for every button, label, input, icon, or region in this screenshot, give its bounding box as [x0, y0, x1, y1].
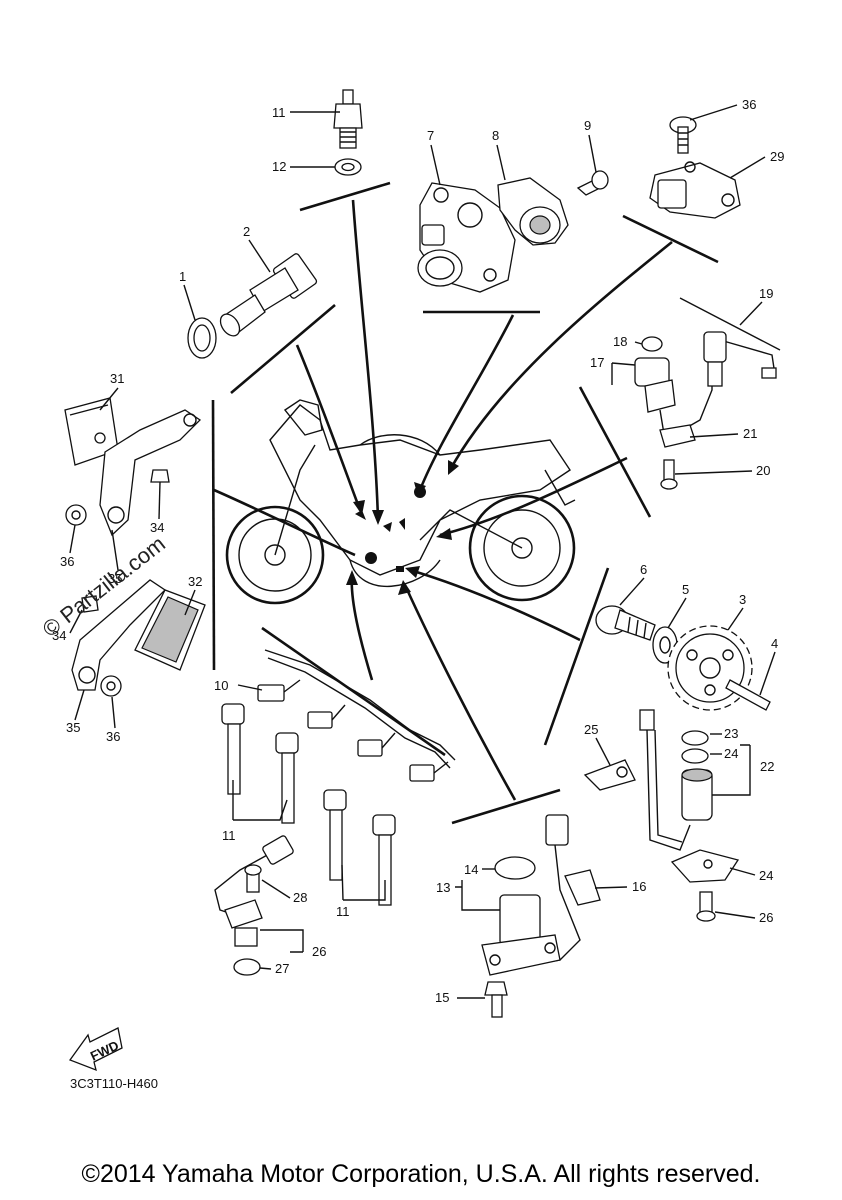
- callout-5: 5: [682, 582, 689, 597]
- part-8-sensor: [497, 177, 569, 246]
- part-9-screw: [576, 170, 609, 196]
- callout-26: 26: [759, 910, 773, 925]
- callout-2: 2: [243, 224, 250, 239]
- callout-35-upper: 35: [108, 571, 122, 586]
- callout-leaders: [69, 104, 776, 999]
- part-36-washer-upper: [65, 504, 87, 526]
- callout-11b: 11: [336, 904, 350, 919]
- callout-7: 7: [427, 128, 434, 143]
- callout-30: 28: [293, 890, 307, 905]
- part-6-bolt: [595, 605, 656, 641]
- motorcycle-illustration: [225, 399, 576, 605]
- part-13-washer: [334, 158, 362, 176]
- fwd-arrow-icon: FWD: [68, 1027, 123, 1072]
- callout-11a: 11: [222, 828, 236, 843]
- callout-1: 1: [179, 269, 186, 284]
- callout-29: 27: [275, 961, 289, 976]
- callout-35-lower: 35: [66, 720, 80, 735]
- part-34-bracket-lower: [71, 579, 167, 691]
- callout-32: 36: [742, 97, 756, 112]
- callout-36-lower: 36: [106, 729, 120, 744]
- part-32-bolt: [669, 116, 697, 154]
- callout-6: 6: [640, 562, 647, 577]
- callout-27: 25: [584, 722, 598, 737]
- part-24-o-rings: [681, 730, 709, 764]
- part-22-clamp: [659, 424, 696, 448]
- part-21-bolt: [660, 459, 678, 490]
- part-3-sprocket: [667, 625, 753, 711]
- part-14-crank-sensor: [481, 814, 581, 976]
- callout-28: 26: [312, 944, 326, 959]
- callout-14: 13: [436, 880, 450, 895]
- callout-36-upper: 36: [60, 554, 74, 569]
- callout-24b: 24: [724, 746, 738, 761]
- part-19-o-ring: [641, 336, 663, 352]
- part-30-bolt: [244, 864, 262, 893]
- panel-borders: [211, 181, 719, 825]
- callout-17: 16: [632, 879, 646, 894]
- part-25-bracket: [670, 849, 740, 883]
- part-10-wire-harness: [257, 649, 456, 782]
- callout-23: 22: [760, 759, 774, 774]
- callout-24a: 23: [724, 726, 738, 741]
- callout-16: 15: [435, 990, 449, 1005]
- part-2-temperature-sensor: [219, 253, 318, 337]
- callout-10: 10: [214, 678, 228, 693]
- part-23-speed-sensor: [639, 709, 713, 851]
- part-16-bolt: [484, 981, 508, 1018]
- callout-18: 17: [590, 355, 604, 370]
- part-12-sensor: [333, 89, 363, 149]
- callout-33-lower: 32: [188, 574, 202, 589]
- callout-12: 11: [272, 105, 286, 120]
- callout-22: 21: [743, 426, 757, 441]
- part-29-o-ring: [233, 958, 261, 976]
- part-26-bolt: [696, 891, 716, 922]
- callout-9: 9: [584, 118, 591, 133]
- leader-lines: [213, 199, 673, 801]
- callout-21: 20: [756, 463, 770, 478]
- callout-19: 18: [613, 334, 627, 349]
- part-31-pressure-sensor: [649, 161, 741, 219]
- callout-20: 19: [759, 286, 773, 301]
- callout-13: 12: [272, 159, 286, 174]
- copyright-notice: ©2014 Yamaha Motor Corporation, U.S.A. A…: [81, 1160, 761, 1188]
- part-20-wire-lead: [679, 297, 781, 387]
- callout-34-lower: 34: [52, 628, 66, 643]
- callout-4: 4: [771, 636, 778, 651]
- callout-31: 29: [770, 149, 784, 164]
- part-17-clamp: [564, 869, 601, 906]
- part-15-o-ring: [494, 856, 536, 880]
- callout-33-upper: 31: [110, 371, 124, 386]
- callout-8: 8: [492, 128, 499, 143]
- part-1-gasket: [187, 317, 217, 359]
- part-34-bracket-upper: [99, 409, 202, 537]
- part-7-throttle-sensor: [417, 182, 516, 293]
- callout-3: 3: [739, 592, 746, 607]
- callout-15: 14: [464, 862, 478, 877]
- part-36-washer-lower: [100, 675, 122, 697]
- callout-25: 24: [759, 868, 773, 883]
- part-27-clip: [583, 759, 636, 791]
- part-28-sensor: [214, 835, 294, 947]
- part-4-shaft: [725, 679, 771, 711]
- callout-numbers: 11 12 7 8 9 36 29 1 2 19 18 17 21 20 31 …: [52, 97, 784, 1005]
- diagram-code: 3C3T110-H460: [70, 1076, 158, 1091]
- callout-34-upper: 34: [150, 520, 164, 535]
